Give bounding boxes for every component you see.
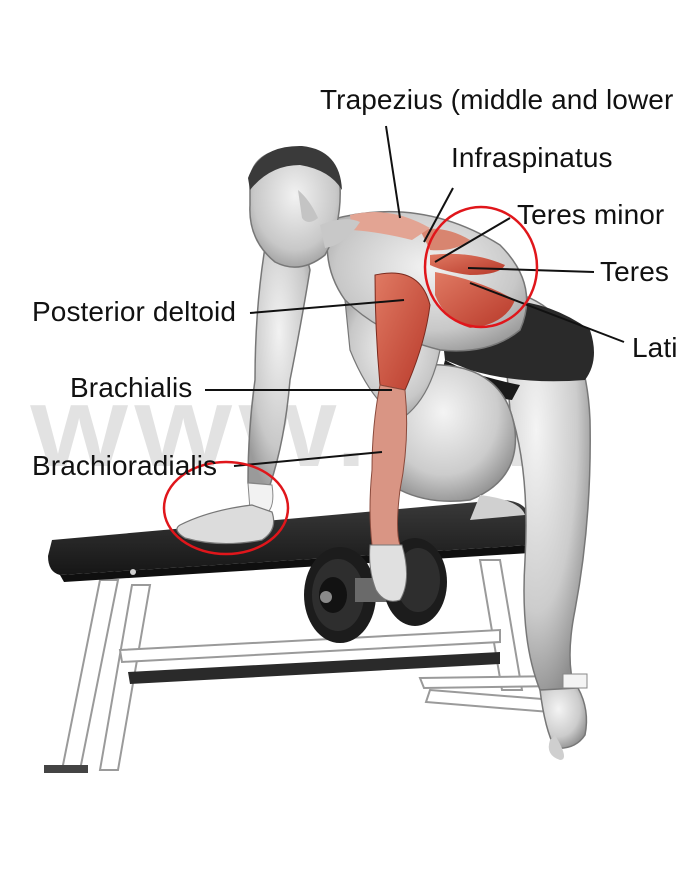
support-hand bbox=[176, 504, 275, 545]
teres-major-muscle bbox=[430, 253, 505, 275]
latissimus-muscle bbox=[435, 272, 515, 328]
leader-posterior-deltoid bbox=[249, 299, 405, 314]
label-posterior-deltoid: Posterior deltoid bbox=[32, 296, 237, 327]
label-brachioradialis: Brachioradialis bbox=[32, 450, 218, 481]
leader-teres-major bbox=[467, 267, 595, 273]
bench-frame bbox=[44, 559, 561, 773]
rowing-hand bbox=[369, 544, 407, 602]
dumbbell bbox=[304, 538, 447, 643]
label-trapezius: Trapezius (middle and lower bbox=[320, 84, 674, 115]
kneeling-leg bbox=[394, 363, 525, 520]
leader-infraspinatus bbox=[423, 187, 454, 243]
leader-teres-minor bbox=[434, 217, 511, 263]
head bbox=[248, 145, 360, 268]
standing-leg bbox=[499, 289, 591, 760]
target-muscles bbox=[350, 211, 515, 328]
leader-lines bbox=[205, 125, 625, 467]
leader-latissimus bbox=[469, 282, 625, 343]
trapezius-muscle bbox=[350, 211, 430, 240]
label-infraspinatus: Infraspinatus bbox=[451, 142, 613, 173]
label-teres-major: Teres bbox=[600, 256, 669, 287]
infraspinatus-muscle bbox=[420, 228, 470, 251]
highlight-circle-back bbox=[423, 205, 539, 329]
leader-trapezius bbox=[385, 125, 401, 219]
highlight-circles bbox=[162, 205, 539, 556]
leader-brachioradialis bbox=[233, 451, 383, 467]
label-teres-minor: Teres minor bbox=[517, 199, 665, 230]
support-arm bbox=[176, 228, 311, 545]
label-latissimus: Lati bbox=[632, 332, 678, 363]
highlight-circle-hand bbox=[162, 460, 290, 556]
label-brachialis: Brachialis bbox=[70, 372, 193, 403]
